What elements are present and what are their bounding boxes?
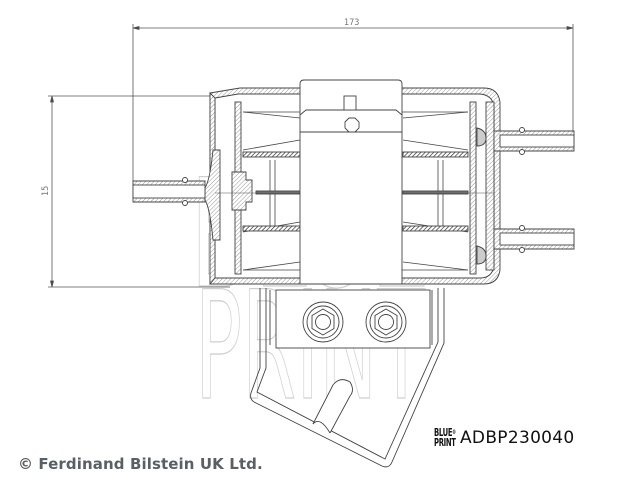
registered-mark: ® <box>452 429 456 436</box>
inlet-nipple <box>132 177 206 206</box>
copyright-notice: © Ferdinand Bilstein UK Ltd. <box>18 455 263 473</box>
logo-line1: BLUE <box>434 426 453 439</box>
width-dimension <box>132 24 574 185</box>
outlet-nipples <box>493 127 575 253</box>
part-number: ADBP230040 <box>460 428 575 448</box>
logo-line2: PRINT <box>434 436 456 449</box>
mounting-bracket <box>250 288 445 468</box>
height-dimension-label: 15 <box>41 186 51 196</box>
width-dimension-label: 173 <box>344 18 359 28</box>
blue-print-logo: BLUE® PRINT <box>434 426 456 449</box>
height-dimension <box>48 95 230 288</box>
brand-block: BLUE® PRINT ADBP230040 <box>434 426 575 449</box>
filter-housing <box>204 79 501 286</box>
